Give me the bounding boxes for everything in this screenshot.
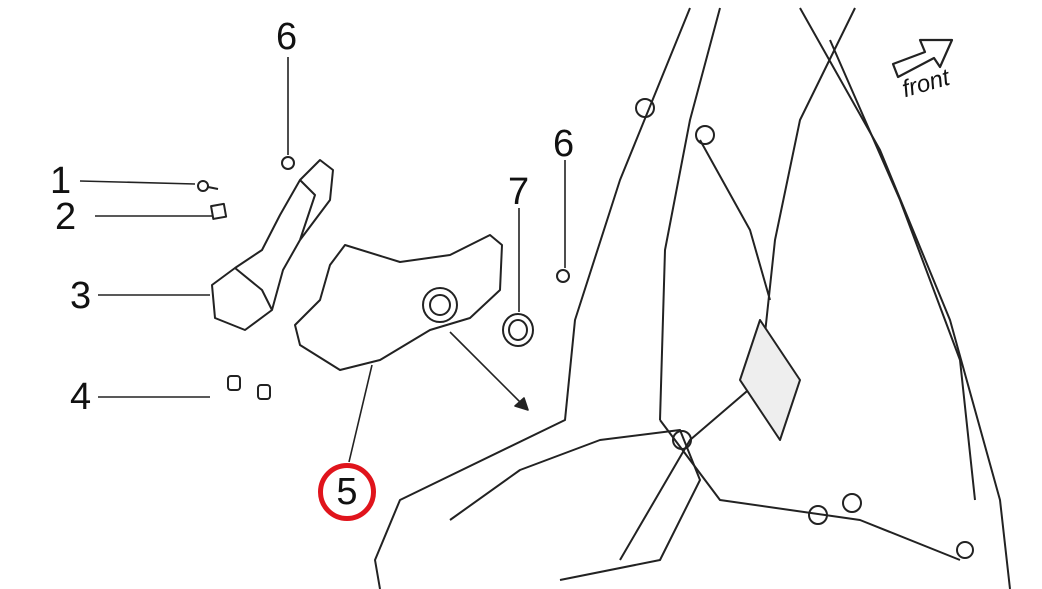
grommet-part-7 — [502, 313, 534, 347]
label-7: 7 — [508, 171, 530, 213]
front-arrow-icon — [891, 38, 954, 79]
bolt-part-6b — [556, 269, 570, 283]
label-6: 6 — [276, 16, 298, 58]
label-1: 1 — [50, 160, 72, 202]
label-6-second: 6 — [553, 123, 575, 165]
label-2: 2 — [55, 196, 77, 238]
screw-part-4 — [227, 375, 271, 400]
bolt-part-6a — [281, 156, 295, 170]
leader-lines — [79, 57, 566, 463]
frame — [374, 7, 1011, 589]
bracket-part-3 — [211, 159, 334, 331]
label-5-highlighted: 5 — [318, 463, 376, 521]
label-4: 4 — [70, 376, 92, 418]
nut-part-2 — [210, 202, 228, 220]
label-5: 5 — [336, 470, 358, 513]
cover-part-5 — [294, 234, 503, 371]
label-3: 3 — [70, 275, 92, 317]
bolt-part-1 — [197, 180, 219, 192]
